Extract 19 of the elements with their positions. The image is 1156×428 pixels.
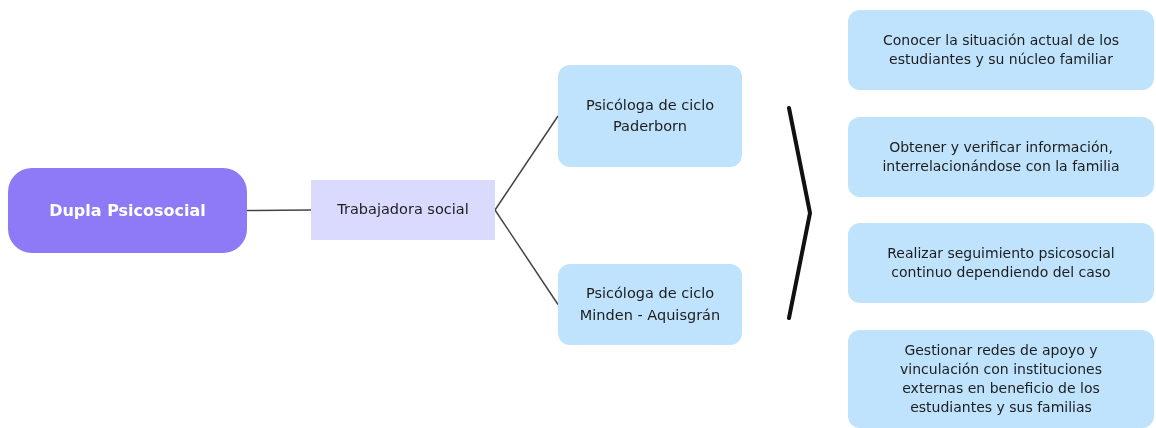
connector-line — [494, 115, 559, 211]
task-box — [848, 223, 1154, 303]
node-label: Gestionar redes de apoyo y vinculación con instituciones externas en beneficio de los estudiantes y sus familias — [899, 341, 1103, 417]
node-label: Dupla Psicosocial — [49, 199, 206, 222]
node-label: Obtener y verificar información, interrelacionándose con la familia — [881, 138, 1121, 176]
task-box — [848, 330, 1154, 428]
role-box — [311, 180, 495, 240]
connector-line — [246, 209, 312, 212]
task-box — [848, 10, 1154, 90]
node-label: Realizar seguimiento psicosocial continuo dependiendo del caso — [886, 244, 1116, 282]
node-label: Trabajadora social — [337, 200, 469, 220]
task-box — [848, 117, 1154, 197]
connector-line — [494, 209, 559, 306]
node-label: Psicóloga de ciclo Minden - Aquisgrán — [578, 284, 722, 325]
group-box — [8, 168, 247, 253]
node-label: Psicóloga de ciclo Paderborn — [584, 96, 716, 136]
role-box — [558, 264, 742, 345]
node-label: Conocer la situación actual de los estudiantes y su núcleo familiar — [881, 31, 1121, 69]
role-box — [558, 65, 742, 167]
